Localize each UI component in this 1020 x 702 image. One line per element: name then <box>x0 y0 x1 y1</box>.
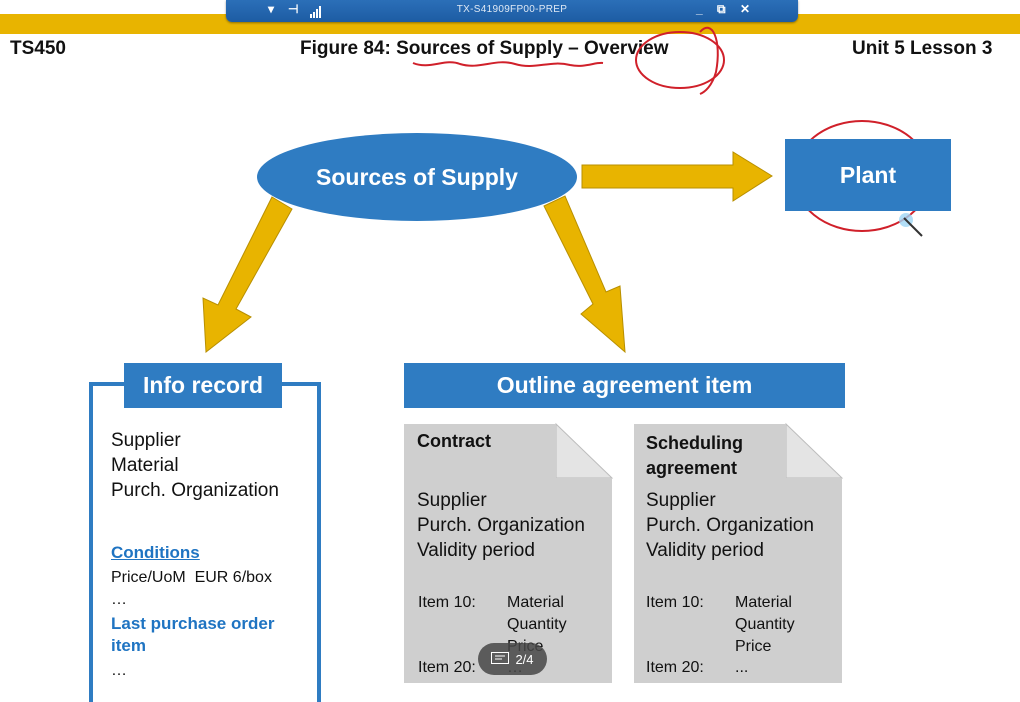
item-value: Quantity <box>507 616 567 633</box>
minimize-button[interactable]: _ <box>696 2 703 16</box>
contract-field: Supplier <box>417 490 487 511</box>
scheduling-fold <box>785 422 844 479</box>
price-line: Price/UoM EUR 6/box <box>111 569 272 586</box>
item-value: Price <box>735 638 772 655</box>
info-field: Material <box>111 455 179 476</box>
info-record-fields: Supplier Material Purch. Organization <box>111 428 279 503</box>
scheduling-title-line: agreement <box>646 458 738 478</box>
scheduling-title-line: Scheduling <box>646 433 744 453</box>
pin-icon[interactable]: ⊣ <box>288 2 299 16</box>
arrow-to-outline-agreement <box>543 195 626 354</box>
restore-button[interactable]: ⧉ <box>717 2 726 16</box>
slides-icon <box>491 651 510 667</box>
scheduling-doc <box>634 424 786 683</box>
contract-item20-label: Item 20: <box>418 659 476 676</box>
item-value: Quantity <box>735 616 795 633</box>
contract-fields: Supplier Purch. Organization Validity pe… <box>417 488 585 563</box>
scheduling-item20-label: Item 20: <box>646 659 704 676</box>
contract-title: Contract <box>417 431 492 451</box>
contract-doc <box>404 424 556 683</box>
plant-node: Plant <box>785 139 951 211</box>
circle-annotation-tail <box>699 26 719 95</box>
page-indicator[interactable]: 2/4 <box>478 643 547 675</box>
course-code: TS450 <box>10 38 66 59</box>
info-field: Purch. Organization <box>111 480 279 501</box>
arrow-to-info-record <box>202 196 293 353</box>
item-value: Material <box>507 594 564 611</box>
close-button[interactable]: ✕ <box>740 2 751 16</box>
last-po-item-label: Last purchase order item <box>111 614 275 655</box>
arrow-to-plant <box>581 151 773 202</box>
dropdown-icon[interactable]: ▾ <box>268 2 275 16</box>
scheduling-fields: Supplier Purch. Organization Validity pe… <box>646 488 814 563</box>
scheduling-item10-values: Material Quantity Price <box>735 592 795 658</box>
page-number: 2/4 <box>515 651 534 667</box>
remote-desktop-title: TX-S41909FP00-PREP <box>456 4 568 15</box>
scheduling-item20-value: ... <box>735 659 749 676</box>
contract-item10-label: Item 10: <box>418 594 476 611</box>
scheduling-title: Scheduling agreement <box>646 431 743 481</box>
signal-icon <box>310 5 322 18</box>
unit-lesson: Unit 5 Lesson 3 <box>852 38 993 59</box>
scheduling-field: Validity period <box>646 540 764 561</box>
sources-of-supply-node: Sources of Supply <box>257 133 577 221</box>
underline-annotation <box>412 61 604 67</box>
scheduling-item10-label: Item 10: <box>646 594 704 611</box>
pen-cursor-icon <box>899 213 923 237</box>
info-field: Supplier <box>111 430 181 451</box>
info-record-title: Info record <box>124 363 282 408</box>
item-value: Material <box>735 594 792 611</box>
outline-agreement-title: Outline agreement item <box>404 363 845 408</box>
remote-desktop-bar[interactable]: ▾ ⊣ TX-S41909FP00-PREP _ ⧉ ✕ <box>226 0 798 22</box>
ellipsis: … <box>111 662 127 679</box>
figure-title: Figure 84: Sources of Supply – Overview <box>300 38 669 59</box>
circle-annotation-overview <box>635 31 725 89</box>
contract-field: Validity period <box>417 540 535 561</box>
contract-field: Purch. Organization <box>417 515 585 536</box>
contract-doc-lower <box>556 478 612 683</box>
contract-fold <box>555 422 614 479</box>
conditions-link[interactable]: Conditions <box>111 543 200 562</box>
ellipsis: … <box>111 591 127 608</box>
scheduling-field: Purch. Organization <box>646 515 814 536</box>
scheduling-field: Supplier <box>646 490 716 511</box>
diagram-arrows <box>202 26 931 479</box>
scheduling-doc-lower <box>786 478 842 683</box>
